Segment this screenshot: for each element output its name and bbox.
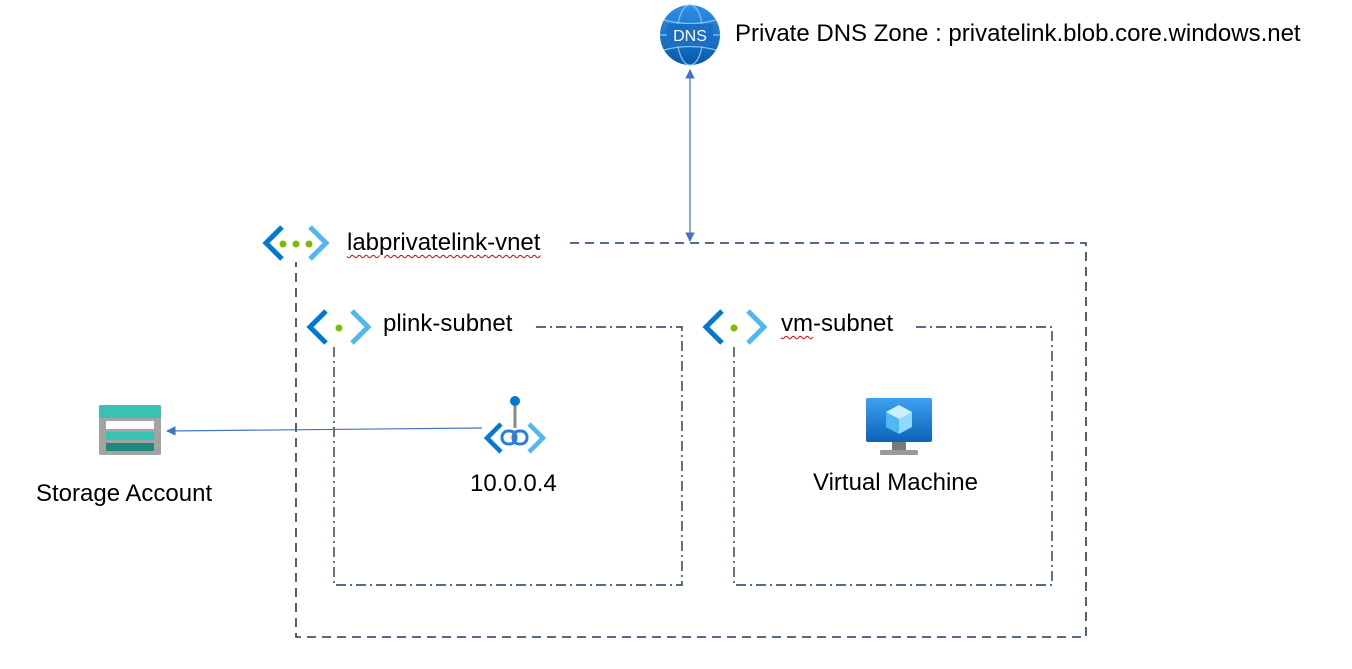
vm-subnet-label-suffix: -subnet [813,310,894,337]
private-endpoint-icon [483,396,547,454]
vm-subnet-label: vm-subnet [781,310,893,338]
dns-globe-icon: DNS [660,4,720,66]
storage-account-label: Storage Account [36,480,213,507]
dns-zone-label: Private DNS Zone : privatelink.blob.core… [735,20,1301,47]
virtual-machine-label: Virtual Machine [813,469,978,496]
private-endpoint-ip-label: 10.0.0.4 [470,470,557,497]
dns-badge-text: DNS [673,28,707,45]
vm-subnet-label-prefix: vm [781,310,813,337]
virtual-network-icon [262,225,330,261]
vnet-label: labprivatelink-vnet [347,229,541,256]
vnet-boundary [295,242,1087,638]
vm-subnet-icon [702,309,768,345]
virtual-machine-icon [866,398,932,455]
vm-subnet-boundary [733,326,1053,586]
endpoint-storage-arrow [166,426,483,436]
plink-subnet-label: plink-subnet [383,310,513,337]
plink-subnet-boundary [333,326,683,586]
storage-account-icon [99,405,161,455]
plink-subnet-icon [306,309,372,345]
